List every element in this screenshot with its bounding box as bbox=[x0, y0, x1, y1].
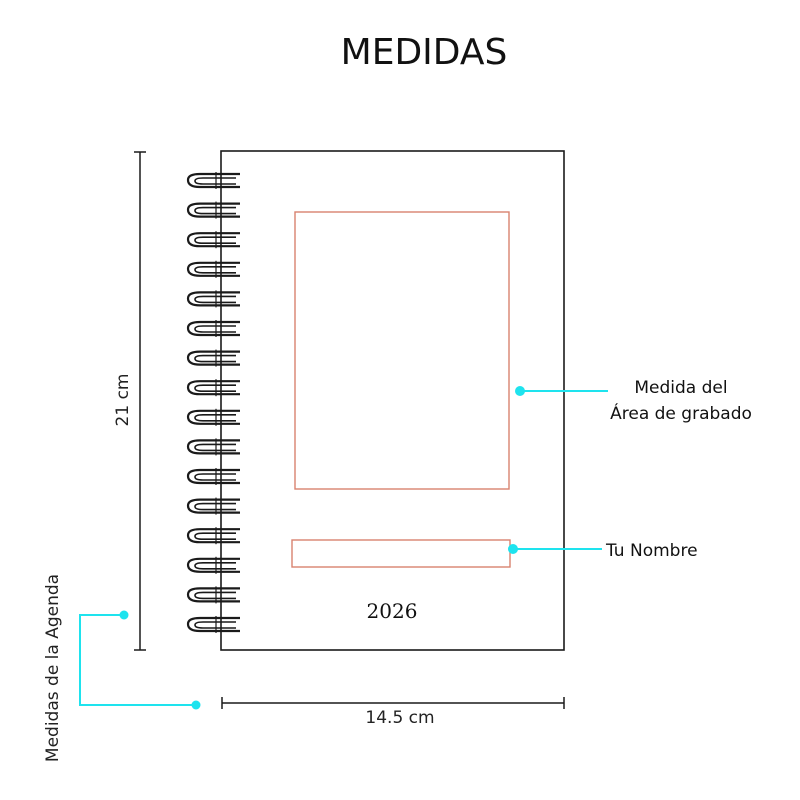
agenda-measures-label: Medidas de la Agenda bbox=[43, 574, 63, 762]
engraving-area-label-line1: Medida del bbox=[634, 378, 727, 398]
callout-dot bbox=[515, 386, 525, 396]
spiral-ring bbox=[186, 320, 240, 337]
spiral-ring bbox=[186, 172, 240, 189]
engraving-area-label-line2: Área de grabado bbox=[610, 402, 752, 424]
name-area-callout: Tu Nombre bbox=[508, 541, 698, 561]
spiral-binding bbox=[186, 172, 240, 633]
spiral-ring bbox=[186, 616, 240, 633]
notebook-cover bbox=[220, 150, 565, 651]
spiral-ring bbox=[186, 586, 240, 604]
spiral-ring bbox=[186, 201, 240, 219]
height-label: 21 cm bbox=[113, 374, 133, 427]
callout-dot bbox=[508, 544, 518, 554]
spiral-ring bbox=[186, 408, 240, 426]
notebook-year: 2026 bbox=[367, 599, 418, 623]
agenda-measures-callout: Medidas de la Agenda bbox=[43, 574, 201, 762]
name-area-label: Tu Nombre bbox=[605, 541, 698, 561]
width-dimension: 14.5 cm bbox=[221, 697, 565, 728]
spiral-ring bbox=[186, 231, 240, 249]
spiral-ring bbox=[186, 290, 240, 308]
spiral-ring bbox=[186, 260, 240, 278]
engraving-area-box bbox=[294, 211, 510, 490]
spiral-ring bbox=[186, 379, 240, 397]
width-label: 14.5 cm bbox=[365, 708, 434, 728]
spiral-ring bbox=[186, 468, 240, 485]
engraving-area-callout: Medida del Área de grabado bbox=[515, 378, 752, 424]
spiral-ring bbox=[186, 527, 240, 545]
height-dimension: 21 cm bbox=[113, 151, 146, 651]
name-area-box bbox=[291, 539, 511, 568]
spiral-ring bbox=[186, 349, 240, 367]
page-title: MEDIDAS bbox=[341, 32, 508, 73]
callout-dot bbox=[119, 610, 129, 620]
spiral-ring bbox=[186, 438, 240, 456]
spiral-ring bbox=[186, 556, 240, 574]
callout-dot bbox=[191, 700, 201, 710]
spiral-ring bbox=[186, 497, 240, 515]
